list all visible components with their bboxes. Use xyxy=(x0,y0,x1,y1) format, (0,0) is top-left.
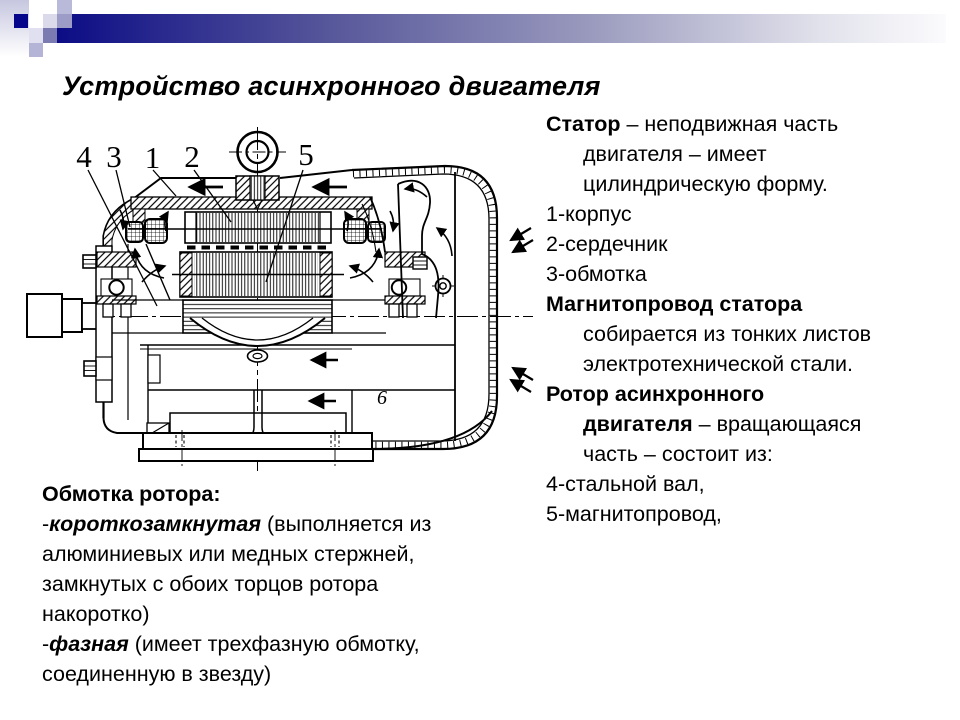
text-segment: накоротко) xyxy=(42,602,150,626)
text-line: цилиндрическую форму. xyxy=(546,169,956,199)
text-segment: (имеет трехфазную обмотку, xyxy=(128,632,420,656)
text-segment: 3-обмотка xyxy=(546,262,647,286)
rotor-fan-bell xyxy=(189,317,326,363)
right-end-shield xyxy=(361,196,386,253)
text-segment: (выполняется из xyxy=(261,512,432,536)
text-line: 5-магнитопровод, xyxy=(546,499,956,529)
text-segment: Магнитопровод статора xyxy=(546,292,803,316)
text-segment: Ротор асинхронного xyxy=(546,382,765,406)
text-line: часть – состоит из: xyxy=(546,439,956,469)
fan-cover xyxy=(351,164,499,451)
shaft xyxy=(26,293,98,338)
text-line: 1-корпус xyxy=(546,199,956,229)
text-line: электротехнической стали. xyxy=(546,349,956,379)
label-5: 5 xyxy=(298,137,314,172)
right-bearing xyxy=(384,251,428,318)
text-line: Обмотка ротора: xyxy=(42,479,528,509)
text-line: замкнутых с обоих торцов ротора xyxy=(42,569,528,599)
left-bearing xyxy=(96,251,137,318)
pixel-square xyxy=(29,28,43,43)
pixel-square xyxy=(43,14,57,28)
text-line: собирается из тонких листов xyxy=(546,319,956,349)
rotor-winding-text: Обмотка ротора:-короткозамкнутая (выполн… xyxy=(42,479,528,689)
text-segment: 4-стальной вал, xyxy=(546,472,705,496)
part-number-labels: 4 3 1 2 5 6 xyxy=(76,137,387,409)
text-line: -фазная (имеет трехфазную обмотку, xyxy=(42,629,528,659)
text-segment: соединенную в звезду) xyxy=(42,662,272,686)
label-2: 2 xyxy=(184,139,200,174)
part-leader-lines xyxy=(87,169,304,307)
text-line: Статор – неподвижная часть xyxy=(546,109,956,139)
text-segment: цилиндрическую форму. xyxy=(583,172,828,196)
lower-body xyxy=(140,344,455,439)
header-gradient-bar xyxy=(57,14,946,43)
pixel-square xyxy=(29,43,43,57)
text-segment: алюминиевых или медных стержней, xyxy=(42,542,415,566)
stator-rotor-definition-text: Статор – неподвижная часть двигателя – им… xyxy=(546,109,956,529)
text-segment: – неподвижная часть xyxy=(620,112,839,136)
text-line: двигателя – вращающаяся xyxy=(546,409,956,439)
text-segment: – вращающаяся xyxy=(692,412,862,436)
stator-core xyxy=(184,211,332,244)
label-6: 6 xyxy=(377,387,387,409)
text-line: 2-сердечник xyxy=(546,229,956,259)
text-segment: короткозамкнутая xyxy=(49,512,262,536)
text-line: соединенную в звезду) xyxy=(42,659,528,689)
text-segment: - xyxy=(42,512,50,536)
text-segment: двигателя xyxy=(583,412,693,436)
text-segment: 2-сердечник xyxy=(546,232,668,256)
label-3: 3 xyxy=(106,139,122,174)
text-line: алюминиевых или медных стержней, xyxy=(42,539,528,569)
text-line: 4-стальной вал, xyxy=(546,469,956,499)
text-line: Магнитопровод статора xyxy=(546,289,956,319)
feet xyxy=(138,410,493,466)
label-4: 4 xyxy=(76,139,92,174)
text-segment: - xyxy=(42,632,50,656)
text-segment: 1-корпус xyxy=(546,202,632,226)
eye-bolt xyxy=(235,130,280,211)
pixel-square xyxy=(57,0,72,14)
label-1: 1 xyxy=(145,140,161,175)
slide-title: Устройство асинхронного двигателя xyxy=(62,71,601,101)
motor-cross-section-diagram: 4 3 1 2 5 6 xyxy=(26,127,534,471)
text-segment: 5-магнитопровод, xyxy=(546,502,722,526)
left-gradient-strip xyxy=(0,0,29,57)
text-line: Ротор асинхронного xyxy=(546,379,956,409)
text-segment: Статор xyxy=(546,112,621,136)
text-segment: собирается из тонких листов xyxy=(583,322,872,346)
text-segment: Обмотка ротора: xyxy=(42,482,221,506)
text-line: двигателя – имеет xyxy=(546,139,956,169)
pixel-square xyxy=(57,14,72,28)
text-line: 3-обмотка xyxy=(546,259,956,289)
pixel-square-navy xyxy=(14,14,28,28)
text-segment: замкнутых с обоих торцов ротора xyxy=(42,572,379,596)
text-segment: часть – состоит из: xyxy=(583,442,773,466)
text-line: -короткозамкнутая (выполняется из xyxy=(42,509,528,539)
airflow-arrows xyxy=(119,182,534,393)
text-line: накоротко) xyxy=(42,599,528,629)
text-segment: двигателя – имеет xyxy=(583,142,767,166)
rotor-core xyxy=(172,251,344,298)
fan xyxy=(397,179,454,319)
pixel-square xyxy=(43,28,57,43)
stator-end-windings xyxy=(125,218,386,244)
text-segment: электротехнической стали. xyxy=(583,352,853,376)
text-segment: фазная xyxy=(49,632,129,656)
